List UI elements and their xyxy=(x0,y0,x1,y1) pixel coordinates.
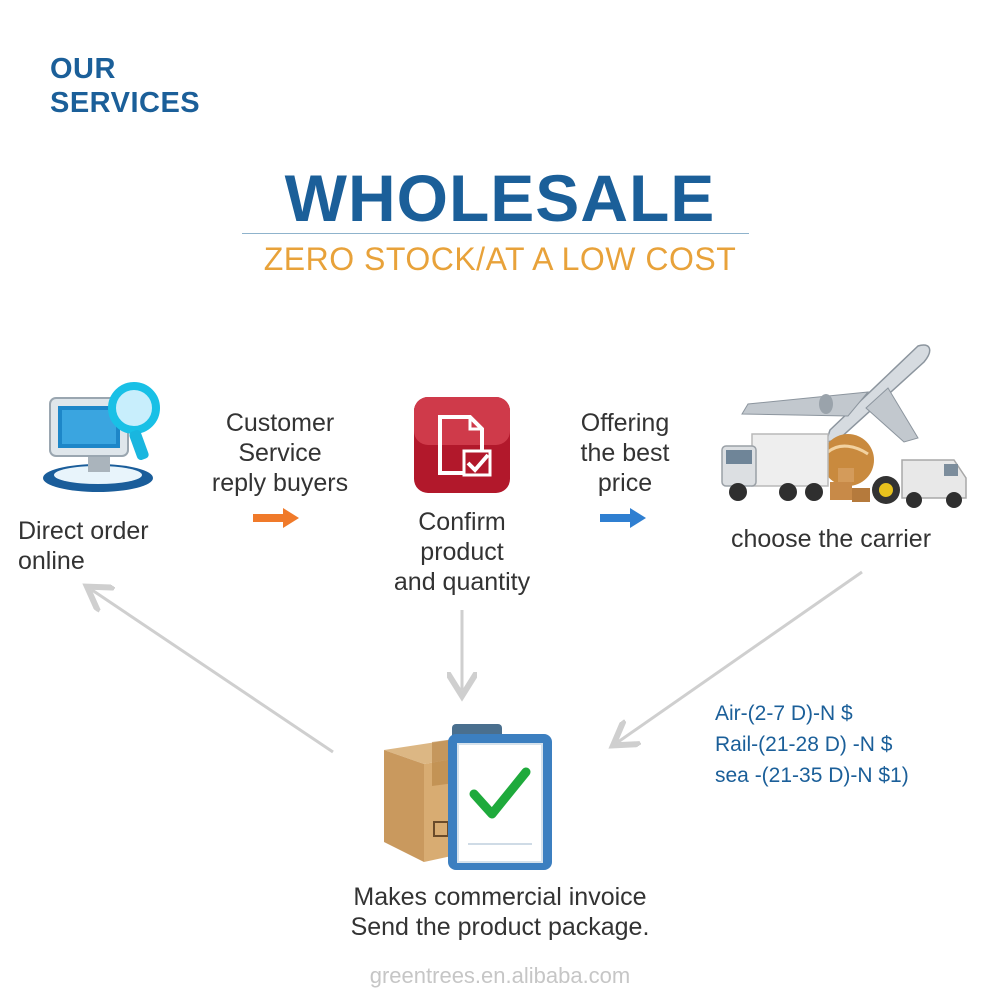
carrier-option-sea: sea -(21-35 D)-N $1) xyxy=(715,764,909,787)
step-confirm-line2: product xyxy=(420,538,504,566)
service-note-line2: Service xyxy=(238,439,322,467)
plane-trucks-icon xyxy=(718,342,970,522)
section-heading-line1: OUR xyxy=(50,53,116,85)
step-carrier-label: choose the carrier xyxy=(730,525,932,553)
carrier-options-list: Air-(2-7 D)-N $ Rail-(21-28 D) -N $ sea … xyxy=(715,698,985,791)
arrow-package-to-order xyxy=(92,590,334,754)
carrier-option-rail: Rail-(21-28 D) -N $ xyxy=(715,733,893,756)
document-check-icon xyxy=(412,395,512,495)
carrier-option-air: Air-(2-7 D)-N $ xyxy=(715,702,853,725)
arrow-carrier-to-package xyxy=(618,570,863,742)
price-note-line2: the best xyxy=(580,439,670,467)
service-note-line1: Customer xyxy=(225,409,335,437)
website-watermark: greentrees.en.alibaba.com xyxy=(369,963,631,988)
price-note-line3: price xyxy=(597,469,653,497)
step-order-line2: online xyxy=(18,547,85,575)
step-confirm-label: Confirm product and quantity xyxy=(362,507,562,597)
computer-magnifier-icon xyxy=(38,378,170,498)
section-heading-line2: SERVICES xyxy=(50,87,201,119)
page-title: WHOLESALE xyxy=(284,161,716,235)
step-package-line1: Makes commercial invoice xyxy=(353,883,647,911)
step-order-line1: Direct order xyxy=(18,517,149,545)
step-order-label: Direct order online xyxy=(18,516,188,576)
service-note: Customer Service reply buyers xyxy=(195,408,365,498)
section-heading: OUR SERVICES xyxy=(50,52,200,120)
service-note-line3: reply buyers xyxy=(211,469,349,497)
price-note: Offering the best price xyxy=(555,408,695,498)
orange-arrow-icon xyxy=(253,508,301,533)
step-confirm-line1: Confirm xyxy=(418,508,506,536)
step-package-label: Makes commercial invoice Send the produc… xyxy=(250,882,750,942)
title-divider xyxy=(242,233,749,234)
page-subtitle: ZERO STOCK/AT A LOW COST xyxy=(263,241,737,277)
step-confirm-line3: and quantity xyxy=(393,568,531,596)
step-package-line2: Send the product package. xyxy=(350,913,650,941)
blue-arrow-icon xyxy=(600,508,648,533)
price-note-line1: Offering xyxy=(580,409,670,437)
box-clipboard-icon xyxy=(376,722,556,874)
